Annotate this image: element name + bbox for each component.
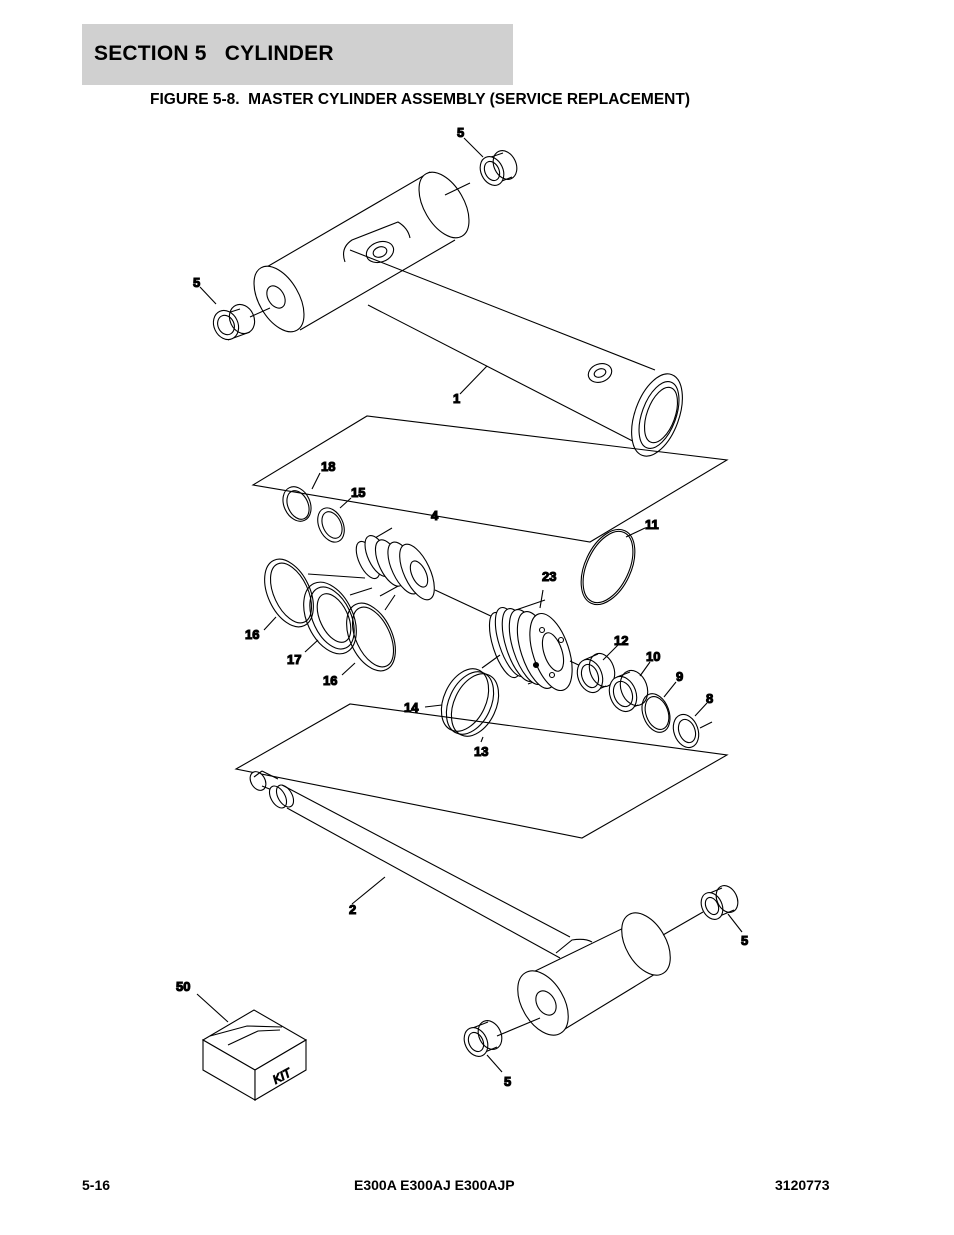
callout-14: 14: [404, 700, 419, 715]
callout-17: 17: [287, 652, 301, 667]
callout-16-right: 16: [323, 673, 337, 688]
bushing-left: [212, 303, 271, 341]
seal-panel-lower: [234, 703, 729, 839]
rings-14-13: [424, 654, 501, 743]
document-number: 3120773: [775, 1177, 830, 1193]
rod-assembly: [249, 770, 671, 1036]
seal-16-right: [341, 594, 396, 676]
ring-15: [317, 497, 352, 543]
wiper-12: [576, 644, 619, 694]
callout-12: 12: [614, 633, 628, 648]
callout-5-top: 5: [457, 125, 464, 140]
callout-2: 2: [349, 902, 356, 917]
barrel-assembly: [253, 171, 683, 457]
callout-5-left: 5: [193, 275, 200, 290]
callout-18: 18: [321, 459, 335, 474]
callout-1: 1: [453, 391, 460, 406]
seal-16-left: [263, 558, 366, 631]
callout-8: 8: [706, 691, 713, 706]
figure-title: FIGURE 5-8. MASTER CYLINDER ASSEMBLY (SE…: [150, 91, 690, 108]
bushing-upper: [444, 150, 518, 196]
retaining-ring-18: [282, 472, 321, 522]
callout-11: 11: [645, 517, 659, 532]
ring-9: [641, 681, 677, 733]
section-title: SECTION 5 CYLINDER: [94, 42, 334, 65]
callout-4: 4: [431, 508, 439, 523]
callout-50: 50: [176, 979, 190, 994]
bushing-rod-right: [662, 885, 743, 936]
callout-23: 23: [542, 569, 556, 584]
leaders-barrel: [199, 137, 488, 395]
page-number: 5-16: [82, 1177, 111, 1193]
seal-panel-upper: [251, 415, 729, 543]
callout-15: 15: [351, 485, 365, 500]
callout-10: 10: [646, 649, 660, 664]
callout-5-rod-left: 5: [504, 1074, 511, 1089]
callout-13: 13: [474, 744, 488, 759]
bushing-rod-left: [463, 1017, 541, 1073]
piston: [355, 527, 511, 626]
ring-8: [672, 702, 713, 749]
kit-box: [196, 993, 308, 1101]
cylinder-head: [488, 589, 586, 691]
model-numbers: E300A E300AJ E300AJP: [354, 1177, 515, 1193]
seal-10: [608, 661, 651, 713]
o-ring-11: [580, 527, 646, 606]
section-header-band: [82, 24, 513, 85]
callout-9: 9: [676, 669, 683, 684]
callout-16-left: 16: [245, 627, 259, 642]
callout-5-rod-right: 5: [741, 933, 748, 948]
